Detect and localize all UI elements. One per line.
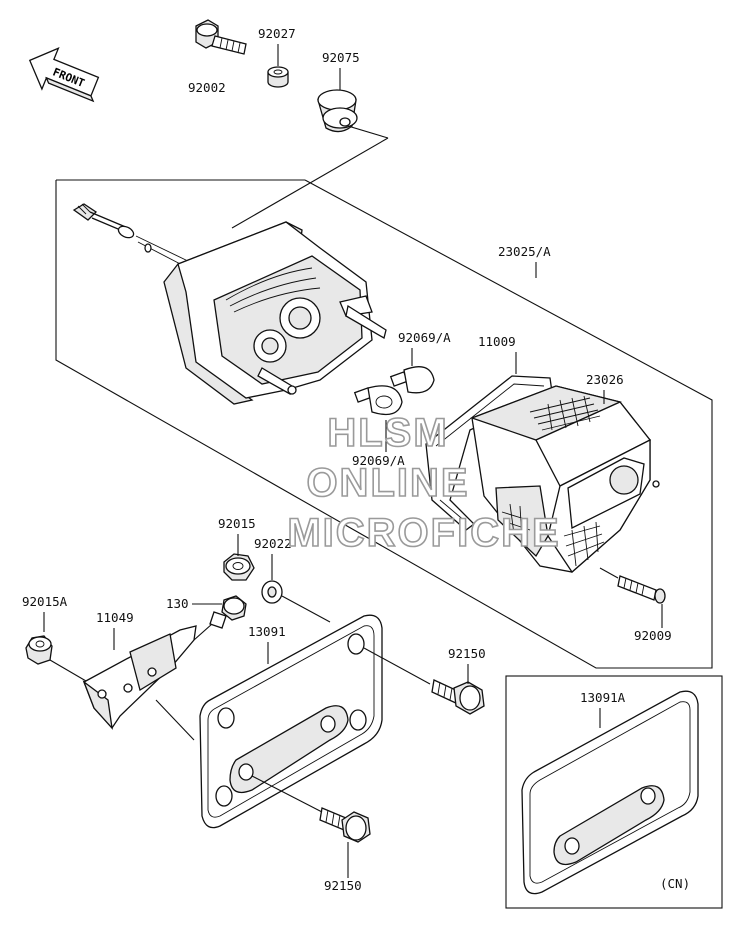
nut-92015 (223, 553, 255, 581)
label-13091a: 13091A (580, 690, 626, 705)
label-92015a: 92015A (22, 594, 68, 609)
screw-92009 (617, 575, 666, 604)
wire-harness (72, 203, 191, 269)
label-92150-bottom: 92150 (324, 878, 362, 893)
label-92075: 92075 (322, 50, 360, 65)
label-92150-right: 92150 (448, 646, 486, 661)
bulb-92069a-bottom (353, 385, 403, 416)
bolt-92150-bottom (319, 807, 371, 843)
assembly-outline-23025a (55, 179, 713, 669)
gasket-11009 (425, 375, 553, 531)
cn-note: (CN) (660, 876, 690, 891)
bolt-92002 (195, 19, 247, 55)
grommet-92075 (317, 89, 358, 133)
label-130: 130 (166, 596, 189, 611)
lens-23026 (470, 385, 660, 573)
washer-92022 (261, 580, 283, 604)
watermark-line1: HLSM (327, 411, 448, 455)
label-11049: 11049 (96, 610, 134, 625)
nut-92015a (25, 635, 53, 665)
label-92015: 92015 (218, 516, 256, 531)
label-92027: 92027 (258, 26, 296, 41)
label-23026: 23026 (586, 372, 624, 387)
label-23025a: 23025/A (498, 244, 551, 259)
watermark-line3: MICROFICHE (287, 511, 560, 555)
label-13091: 13091 (248, 624, 286, 639)
tail-light-housing (163, 221, 387, 405)
label-11009: 11009 (478, 334, 516, 349)
watermark: HLSM ONLINE MICROFICHE (287, 410, 560, 556)
label-92022: 92022 (254, 536, 292, 551)
label-92009: 92009 (634, 628, 672, 643)
bolt-92150-right (431, 679, 485, 715)
label-92069a-top: 92069/A (398, 330, 451, 345)
inset-box-cn (505, 675, 723, 909)
label-92069a-bottom: 92069/A (352, 453, 405, 468)
bracket-11049 (82, 625, 197, 731)
bulb-92069a-top (389, 366, 435, 394)
bolt-130 (209, 595, 247, 629)
plate-bracket-13091 (199, 614, 383, 829)
label-92002: 92002 (188, 80, 226, 95)
collar-92027 (267, 66, 289, 88)
front-arrow-icon: FRONT (28, 47, 100, 103)
plate-bracket-13091a (521, 690, 699, 895)
watermark-line2: ONLINE (306, 461, 469, 505)
